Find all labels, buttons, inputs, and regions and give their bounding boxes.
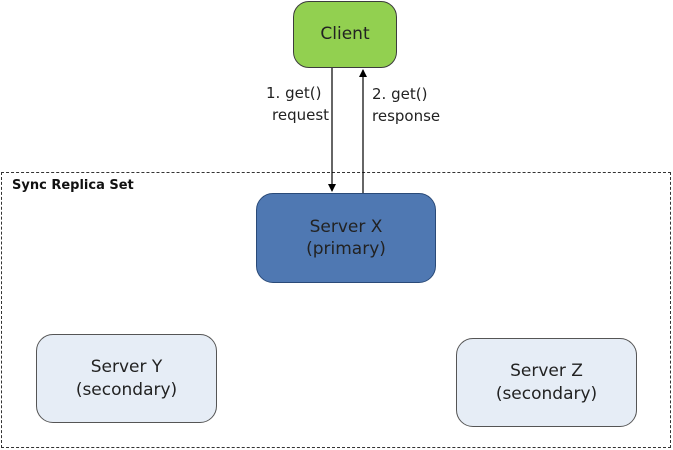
server-x-node: Server X (primary) bbox=[256, 193, 436, 283]
replica-set-label: Sync Replica Set bbox=[12, 178, 134, 193]
request-label-line2: request bbox=[272, 106, 330, 124]
server-z-role: (secondary) bbox=[495, 383, 598, 404]
response-label-line2: response bbox=[372, 107, 441, 125]
server-z-name: Server Z bbox=[510, 361, 583, 382]
server-x-role: (primary) bbox=[306, 239, 386, 259]
client-node: Client bbox=[293, 1, 397, 68]
request-label-line1: 1. get() bbox=[266, 84, 322, 102]
request-label: 1. get() request bbox=[266, 82, 329, 126]
replica-set-boundary bbox=[1, 172, 671, 448]
server-y-name: Server Y bbox=[90, 357, 163, 378]
client-label: Client bbox=[320, 24, 370, 45]
server-z-node: Server Z (secondary) bbox=[456, 338, 637, 427]
server-x-name: Server X bbox=[309, 216, 383, 237]
server-y-role: (secondary) bbox=[75, 379, 178, 400]
response-label: 2. get() response bbox=[372, 83, 440, 127]
response-label-line1: 2. get() bbox=[372, 85, 428, 103]
server-y-node: Server Y (secondary) bbox=[36, 334, 217, 423]
